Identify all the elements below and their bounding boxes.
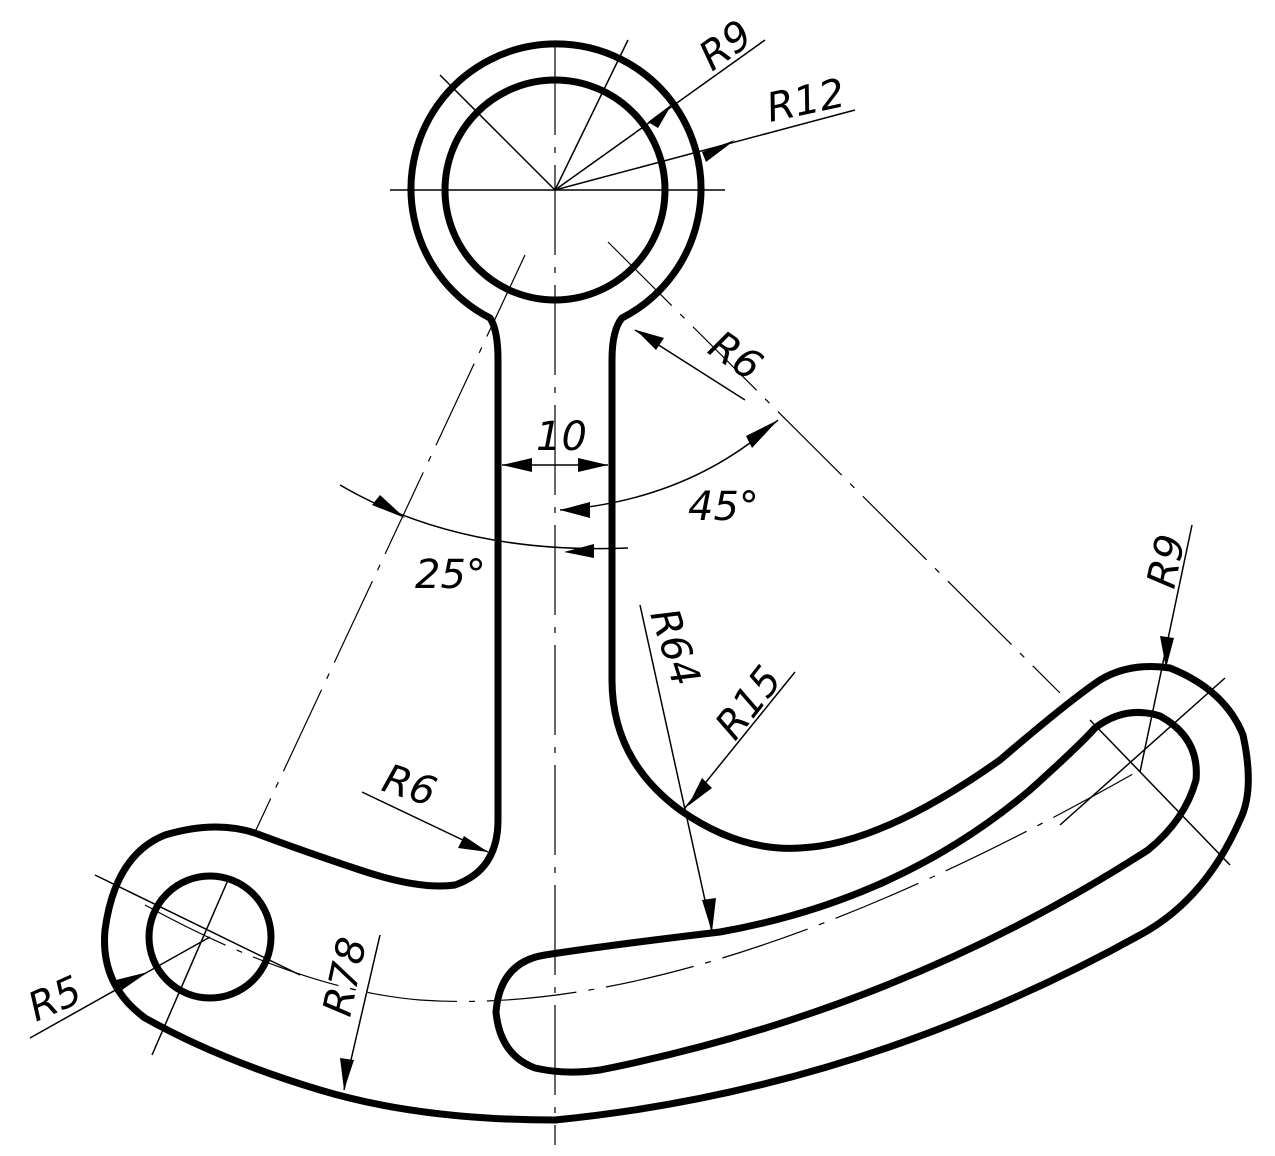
label-r5: R5 — [21, 967, 88, 1031]
r5-leader — [29, 936, 211, 1039]
angle-45-arrow-right — [746, 420, 778, 448]
label-r6-lower: R6 — [377, 756, 442, 816]
r78-arrow — [340, 1058, 354, 1090]
dimension-lines — [29, 39, 1193, 1091]
r12-arrow — [702, 140, 735, 162]
label-r64: R64 — [640, 603, 708, 692]
right-end-cross-a — [1059, 677, 1226, 826]
label-r15: R15 — [707, 658, 792, 748]
r9-top-arrow — [648, 104, 672, 128]
label-r12: R12 — [763, 70, 850, 131]
r12-leader — [554, 109, 856, 191]
angle-25-arrow-left — [372, 495, 405, 518]
width-10-arrow-right — [578, 458, 608, 472]
r64-arrow — [702, 898, 716, 932]
outer-contour — [101, 40, 1252, 1124]
width-10-arrow-left — [502, 458, 532, 472]
angle-25-arc — [339, 484, 629, 550]
r5-arrow — [116, 972, 148, 990]
label-r78: R78 — [315, 934, 376, 1021]
arm-arc-centerline — [144, 769, 1141, 1003]
label-r6-upper: R6 — [700, 322, 770, 390]
r64-leader — [639, 604, 713, 933]
right-end-cross-b — [1089, 719, 1231, 866]
label-r9-right: R9 — [1139, 530, 1195, 592]
ring-diagonal-line — [439, 74, 556, 191]
angle-25-arrow-right — [564, 544, 594, 558]
r6-upper-arrow — [636, 330, 664, 350]
r9-right-arrow — [1160, 636, 1174, 668]
arm-slot — [492, 708, 1200, 1076]
label-r9-top: R9 — [691, 12, 761, 81]
angle-45-arrow-left — [560, 502, 590, 518]
r15-arrow — [688, 778, 712, 806]
label-angle-45: 45° — [688, 484, 759, 530]
label-angle-25: 25° — [415, 552, 486, 598]
r6-lower-arrow — [458, 836, 488, 852]
label-width-10: 10 — [536, 414, 587, 460]
ring-inner-circle — [441, 76, 669, 304]
25-degree-centerline — [254, 254, 526, 833]
45-degree-centerline — [607, 241, 1061, 694]
left-hole-circle — [145, 872, 275, 1002]
part-outline — [101, 40, 1252, 1124]
ring-leader-a — [554, 39, 629, 191]
